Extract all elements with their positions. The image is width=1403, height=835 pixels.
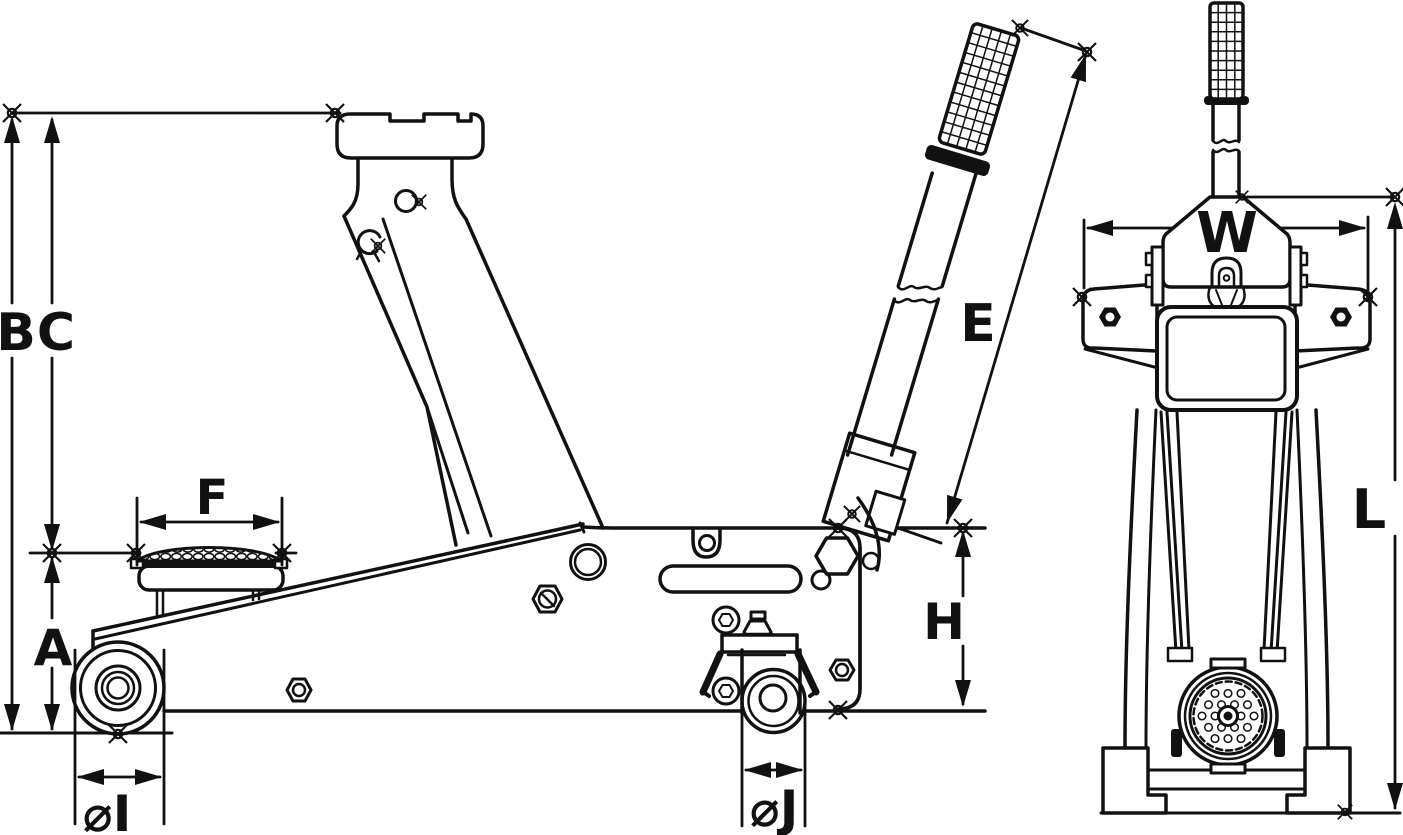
- arm-plates-right: [1262, 410, 1294, 654]
- dim-label-b: B: [0, 303, 36, 363]
- axle-hex-nut: [285, 677, 313, 703]
- front-head: [1144, 195, 1309, 310]
- rim-lug-right: [1274, 729, 1285, 757]
- retaining-clip: [356, 229, 382, 256]
- lug-hole: [698, 534, 716, 552]
- handle: [810, 22, 1021, 591]
- socket-head-bolt-upper: [711, 605, 741, 635]
- dim-label-diameter-i: ⌀I: [83, 785, 132, 835]
- caster-nut-cap: [749, 610, 767, 621]
- foot-right: [1285, 746, 1352, 815]
- caster-plate: [720, 633, 799, 654]
- side-view: [0, 22, 1088, 736]
- fill-plug-outer: [569, 543, 607, 581]
- caster-hub: [758, 683, 788, 713]
- front-view: [1081, 1, 1402, 815]
- side-flange-right: [1288, 245, 1303, 307]
- arm-box-inner: [1165, 315, 1287, 402]
- side-flange-left: [1150, 245, 1165, 307]
- tube-break-upper: [896, 284, 944, 291]
- dim-a: [44, 556, 60, 731]
- handle-tube-right-edge: [889, 171, 978, 457]
- dim-label-f: F: [196, 470, 229, 526]
- dim-e: [939, 51, 1094, 526]
- grip-collar: [924, 145, 991, 176]
- saddle-lowered: [129, 546, 289, 619]
- dim-h: [955, 530, 971, 707]
- handle-grip: [937, 22, 1021, 156]
- tube-break-lower: [892, 297, 940, 304]
- front-wheel: [70, 640, 166, 736]
- handle-tube-left-edge: [845, 171, 934, 457]
- arm-box-outer: [1155, 305, 1299, 412]
- saddle-dimples: [1197, 688, 1259, 744]
- lug-bracket: [691, 526, 722, 559]
- dim-label-c: C: [37, 303, 75, 363]
- dim-l: [1387, 202, 1403, 810]
- dimension-labels: B C A F E H ⌀I ⌀J W L: [0, 201, 1386, 835]
- front-wings: [1081, 282, 1372, 370]
- dimensions: B C A F E H ⌀I ⌀J W L: [0, 18, 1403, 835]
- screw-bolt: [531, 584, 564, 614]
- fill-plug-inner: [573, 547, 603, 577]
- leg-right-inner: [1295, 408, 1309, 750]
- front-handle-grip: [1208, 1, 1245, 101]
- foot-left: [1101, 746, 1168, 815]
- dim-label-w: W: [1196, 201, 1258, 266]
- dim-label-diameter-j: ⌀J: [750, 780, 799, 835]
- front-saddle-disc: [1171, 657, 1285, 775]
- handle-slot: [658, 564, 803, 594]
- rear-caster: [699, 610, 820, 735]
- dim-i: [73, 648, 166, 826]
- rim-tab-top: [1209, 657, 1247, 670]
- rim-lug-left: [1171, 729, 1182, 757]
- arm-plates-left: [1159, 410, 1191, 654]
- socket-head-bolt-lower: [711, 676, 741, 706]
- rim-tab-bottom: [1209, 762, 1247, 775]
- lift-arm-raised: [335, 112, 605, 547]
- dim-label-l: L: [1352, 478, 1386, 541]
- handle-pivot-nut: [814, 536, 860, 576]
- handle-socket: [821, 431, 917, 543]
- pivot-roller: [810, 569, 832, 591]
- dim-w: [1082, 215, 1370, 301]
- dim-j: [740, 698, 807, 828]
- dim-label-e: E: [960, 294, 996, 354]
- dim-label-h: H: [923, 593, 965, 651]
- dim-c: [44, 116, 60, 551]
- front-handle: [1204, 1, 1249, 199]
- dim-b: [4, 116, 20, 731]
- saddle-raised: [335, 112, 485, 160]
- dim-label-a: A: [34, 619, 73, 677]
- leg-left-inner: [1144, 408, 1158, 750]
- leg-right-outer: [1314, 408, 1330, 750]
- rear-hex-nut: [828, 658, 856, 682]
- leg-left-outer: [1123, 408, 1139, 750]
